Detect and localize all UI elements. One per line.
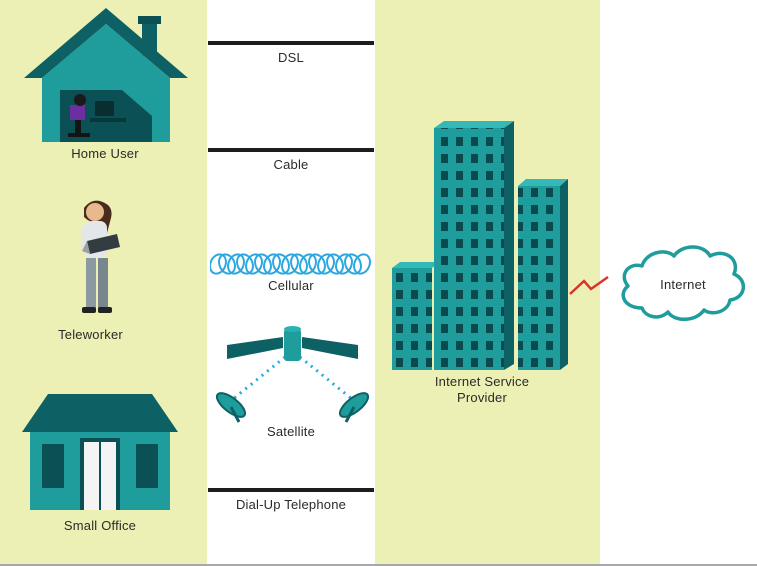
home-user-label: Home User [71, 146, 139, 161]
internet-cloud-icon [621, 245, 745, 321]
cellular-label: Cellular [268, 278, 314, 293]
office-building-icon [22, 394, 178, 510]
dsl-line [208, 41, 374, 45]
cable-label: Cable [273, 157, 309, 172]
lightning-link-icon [569, 275, 609, 295]
internet-cloud-label: Internet [660, 277, 706, 292]
dialup-label: Dial-Up Telephone [235, 497, 347, 512]
teleworker-label: Teleworker [58, 327, 123, 342]
teleworker-person-icon [81, 200, 120, 313]
small-office-label: Small Office [63, 518, 137, 533]
isp-label: Internet Service Provider [434, 374, 530, 406]
dsl-label: DSL [278, 50, 304, 65]
cable-line [208, 148, 374, 152]
dialup-line [208, 488, 374, 492]
cellular-coil-icon [210, 253, 371, 275]
satellite-icon [215, 326, 370, 423]
house-icon [24, 8, 188, 142]
satellite-label: Satellite [266, 424, 316, 439]
isp-buildings-icon [392, 121, 568, 370]
